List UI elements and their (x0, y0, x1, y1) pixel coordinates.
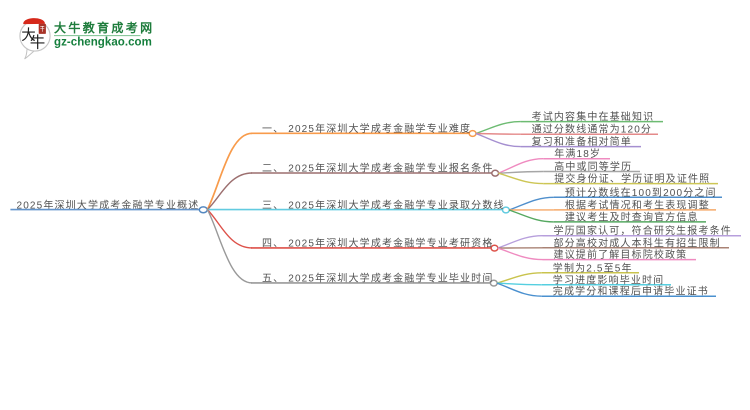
svg-text:一、 2025年深圳大学成考金融学专业难度: 一、 2025年深圳大学成考金融学专业难度 (262, 122, 471, 135)
svg-text:学习进度影响毕业时间: 学习进度影响毕业时间 (553, 273, 665, 286)
svg-text:gz-chengkao.com: gz-chengkao.com (54, 36, 152, 48)
svg-text:高中或同等学历: 高中或同等学历 (554, 160, 632, 173)
svg-text:提交身份证、学历证明及证件照: 提交身份证、学历证明及证件照 (554, 172, 710, 185)
svg-text:根据考试情况和考生表现调整: 根据考试情况和考生表现调整 (565, 198, 710, 211)
svg-text:部分高校对成人本科生有招生限制: 部分高校对成人本科生有招生限制 (554, 236, 721, 249)
svg-text:四、 2025年深圳大学成考金融学专业考研资格: 四、 2025年深圳大学成考金融学专业考研资格 (262, 236, 493, 249)
svg-text:牛: 牛 (30, 33, 46, 51)
svg-text:2025年深圳大学成考金融学专业概述: 2025年深圳大学成考金融学专业概述 (17, 199, 200, 212)
svg-text:大牛教育成考网: 大牛教育成考网 (54, 20, 154, 35)
svg-text:完成学分和课程后申请毕业证书: 完成学分和课程后申请毕业证书 (553, 285, 709, 298)
svg-text:二、 2025年深圳大学成考金融学专业报名条件: 二、 2025年深圳大学成考金融学专业报名条件 (262, 162, 493, 175)
svg-text:五、 2025年深圳大学成考金融学专业毕业时间: 五、 2025年深圳大学成考金融学专业毕业时间 (262, 271, 493, 284)
svg-text:学制为2.5至5年: 学制为2.5至5年 (553, 261, 633, 274)
svg-text:学历国家认可，符合研究生报考条件: 学历国家认可，符合研究生报考条件 (554, 224, 732, 237)
svg-text:复习和准备相对简单: 复习和准备相对简单 (532, 135, 632, 148)
svg-text:预计分数线在100到200分之间: 预计分数线在100到200分之间 (565, 186, 717, 199)
svg-text:三、 2025年深圳大学成考金融学专业录取分数线: 三、 2025年深圳大学成考金融学专业录取分数线 (262, 198, 505, 211)
svg-text:建议考生及时查询官方信息: 建议考生及时查询官方信息 (565, 210, 699, 223)
svg-text:建议提前了解目标院校政策: 建议提前了解目标院校政策 (554, 248, 688, 261)
svg-text:年满18岁: 年满18岁 (554, 147, 601, 160)
svg-text:通过分数线通常为120分: 通过分数线通常为120分 (532, 123, 652, 136)
svg-text:考试内容集中在基础知识: 考试内容集中在基础知识 (532, 110, 655, 123)
svg-text:大: 大 (21, 27, 36, 44)
